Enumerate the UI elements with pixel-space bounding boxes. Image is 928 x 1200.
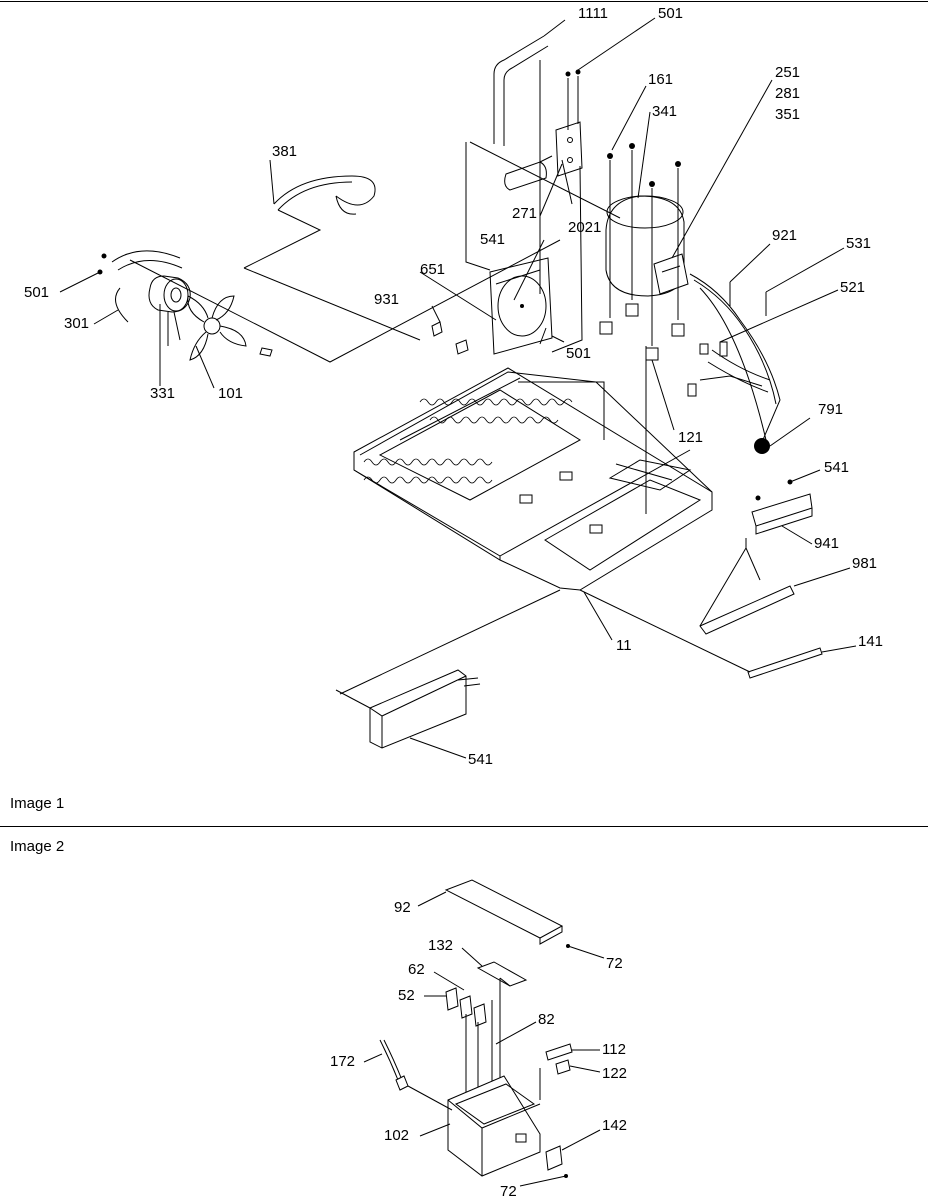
fan-shroud [489,257,553,355]
callout-142: 142 [602,1117,627,1134]
box-cover [444,879,564,945]
callout-301: 301 [64,315,89,332]
small-brackets [545,1043,573,1171]
callout-651: 651 [420,261,445,278]
callout-941: 941 [814,535,839,552]
callout-501-top: 501 [658,5,683,22]
callout-521: 521 [840,279,865,296]
alignment-lines-2 [407,977,541,1111]
callout-2021: 2021 [568,219,601,236]
callout-122: 122 [602,1065,627,1082]
callout-52: 52 [398,987,415,1004]
callout-72-top: 72 [606,955,623,972]
callout-112: 112 [602,1041,626,1058]
callout-92: 92 [394,899,411,916]
callout-541-rail: 541 [824,459,849,476]
callout-541-box: 541 [468,751,493,768]
callout-251: 251 [775,64,800,81]
callout-102: 102 [384,1127,409,1144]
wiring-harness [687,273,781,454]
fan-motor [97,250,191,346]
drier [504,155,553,191]
compressor [599,143,689,361]
callout-62: 62 [408,961,425,978]
machine-compartment-assembly: 1111 501 161 251 281 351 341 381 271 202… [24,5,883,768]
enclosure [447,1075,541,1177]
callout-1111: 1111 [578,5,608,22]
callouts-image-1: 1111 501 161 251 281 351 341 381 271 202… [24,5,883,768]
callout-271: 271 [512,205,537,222]
image-2-caption: Image 2 [10,838,65,855]
callout-381: 381 [272,143,297,160]
callout-351: 351 [775,106,800,123]
power-cord [379,1039,409,1091]
fan-blade [187,295,273,361]
image-1-caption: Image 1 [10,795,65,812]
clips [431,321,469,355]
suction-tube [493,35,549,146]
callout-331: 331 [150,385,175,402]
callout-981: 981 [852,555,877,572]
callout-501-shroud: 501 [566,345,591,362]
drain-tube [699,538,795,635]
condenser-tube [273,175,376,215]
callout-791: 791 [818,401,843,418]
callout-172: 172 [330,1053,355,1070]
callout-leaders-2 [363,891,605,1187]
callout-82: 82 [538,1011,555,1028]
top-rule [0,1,928,2]
callout-531: 531 [846,235,871,252]
callout-121: 121 [678,429,703,446]
base-pan [353,367,713,591]
control-box [369,669,481,749]
image-divider [0,826,928,827]
callout-931: 931 [374,291,399,308]
callout-921: 921 [772,227,797,244]
callout-11: 11 [616,637,632,654]
callout-281: 281 [775,85,800,102]
small-tube [747,647,823,679]
callout-132: 132 [428,937,453,954]
callouts-image-2: 92 72 132 62 82 52 172 112 122 102 142 7… [330,899,627,1200]
relays [445,978,501,1120]
callout-541-shroud: 541 [480,231,505,248]
callout-72-bottom: 72 [500,1183,517,1200]
callout-501-left: 501 [24,284,49,301]
callout-leaders [59,17,857,759]
callout-341: 341 [652,103,677,120]
callout-101: 101 [218,385,243,402]
callout-141: 141 [858,633,883,650]
rail-bracket [751,479,813,535]
callout-161: 161 [648,71,673,88]
plate [476,961,528,987]
bracket [555,69,583,177]
alignment-lines [129,60,761,709]
control-box-assembly: 92 72 132 62 82 52 172 112 122 102 142 7… [330,879,627,1200]
